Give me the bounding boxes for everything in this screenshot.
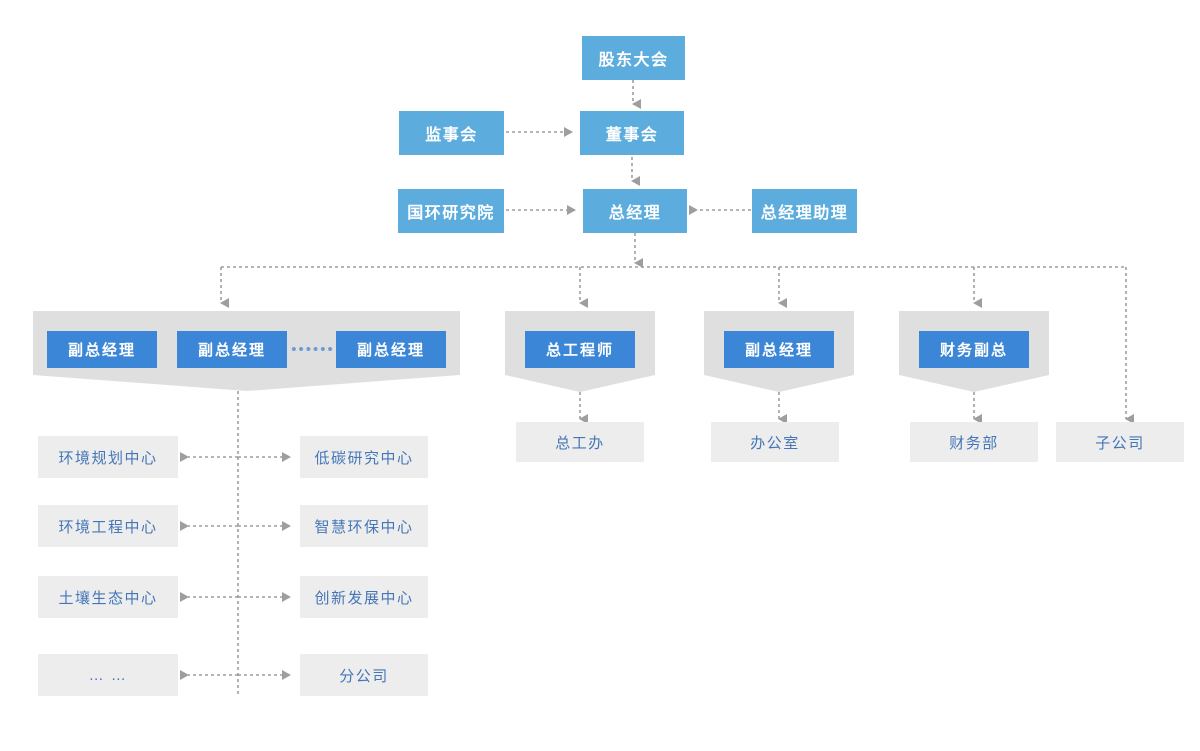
node-chief-engineer[interactable]: 总工程师 — [525, 331, 635, 368]
dept-branch-company[interactable]: 分公司 — [300, 654, 428, 696]
dept-smart-environmental-protection-center[interactable]: 智慧环保中心 — [300, 505, 428, 547]
node-supervisory-board[interactable]: 监事会 — [399, 111, 504, 155]
dept-left-ellipsis[interactable]: … … — [38, 654, 178, 696]
dept-chief-engineer-office[interactable]: 总工办 — [516, 422, 644, 462]
dept-soil-ecology-center[interactable]: 土壤生态中心 — [38, 576, 178, 618]
node-vice-general-manager-1[interactable]: 副总经理 — [47, 331, 157, 368]
node-board-of-directors[interactable]: 董事会 — [580, 111, 684, 155]
dept-subsidiary-company[interactable]: 子公司 — [1056, 422, 1184, 462]
node-finance-vice-president[interactable]: 财务副总 — [919, 331, 1029, 368]
dept-administrative-office[interactable]: 办公室 — [711, 422, 839, 462]
node-shareholders-meeting[interactable]: 股东大会 — [582, 36, 685, 80]
node-vice-general-manager-2[interactable]: 副总经理 — [177, 331, 287, 368]
node-vice-general-manager-3[interactable]: 副总经理 — [336, 331, 446, 368]
dept-environmental-engineering-center[interactable]: 环境工程中心 — [38, 505, 178, 547]
node-gm-assistant[interactable]: 总经理助理 — [752, 189, 857, 233]
dept-innovation-development-center[interactable]: 创新发展中心 — [300, 576, 428, 618]
vp-group-ellipsis: •••••• — [291, 341, 335, 358]
dept-low-carbon-research-center[interactable]: 低碳研究中心 — [300, 436, 428, 478]
node-vice-general-manager-office[interactable]: 副总经理 — [724, 331, 834, 368]
dept-environmental-planning-center[interactable]: 环境规划中心 — [38, 436, 178, 478]
dept-finance-department[interactable]: 财务部 — [910, 422, 1038, 462]
node-general-manager[interactable]: 总经理 — [583, 189, 687, 233]
node-guohuan-research-institute[interactable]: 国环研究院 — [398, 189, 504, 233]
